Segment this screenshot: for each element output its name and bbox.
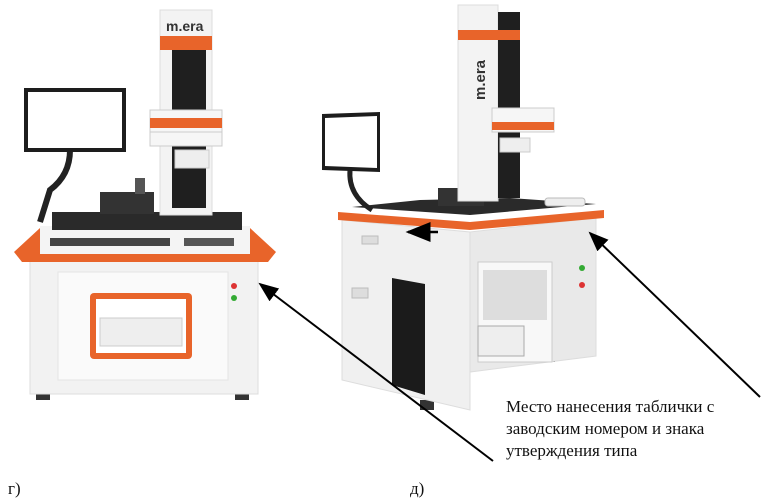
figure-label-d: д) [410, 479, 425, 498]
monitor-screen [28, 92, 122, 148]
pointer-arrow-d [588, 231, 761, 398]
brand-logo: m.era [166, 18, 204, 34]
annotation-text: Место нанесения таблички с заводским ном… [506, 397, 715, 460]
figure-label-g: г) [8, 479, 21, 498]
measuring-machine-angled: m.era [322, 4, 604, 411]
brand-logo-vertical: m.era [472, 59, 489, 100]
pointer-arrow-g [258, 282, 494, 462]
measuring-machine-front: m.era [14, 9, 276, 400]
printer [99, 317, 183, 347]
